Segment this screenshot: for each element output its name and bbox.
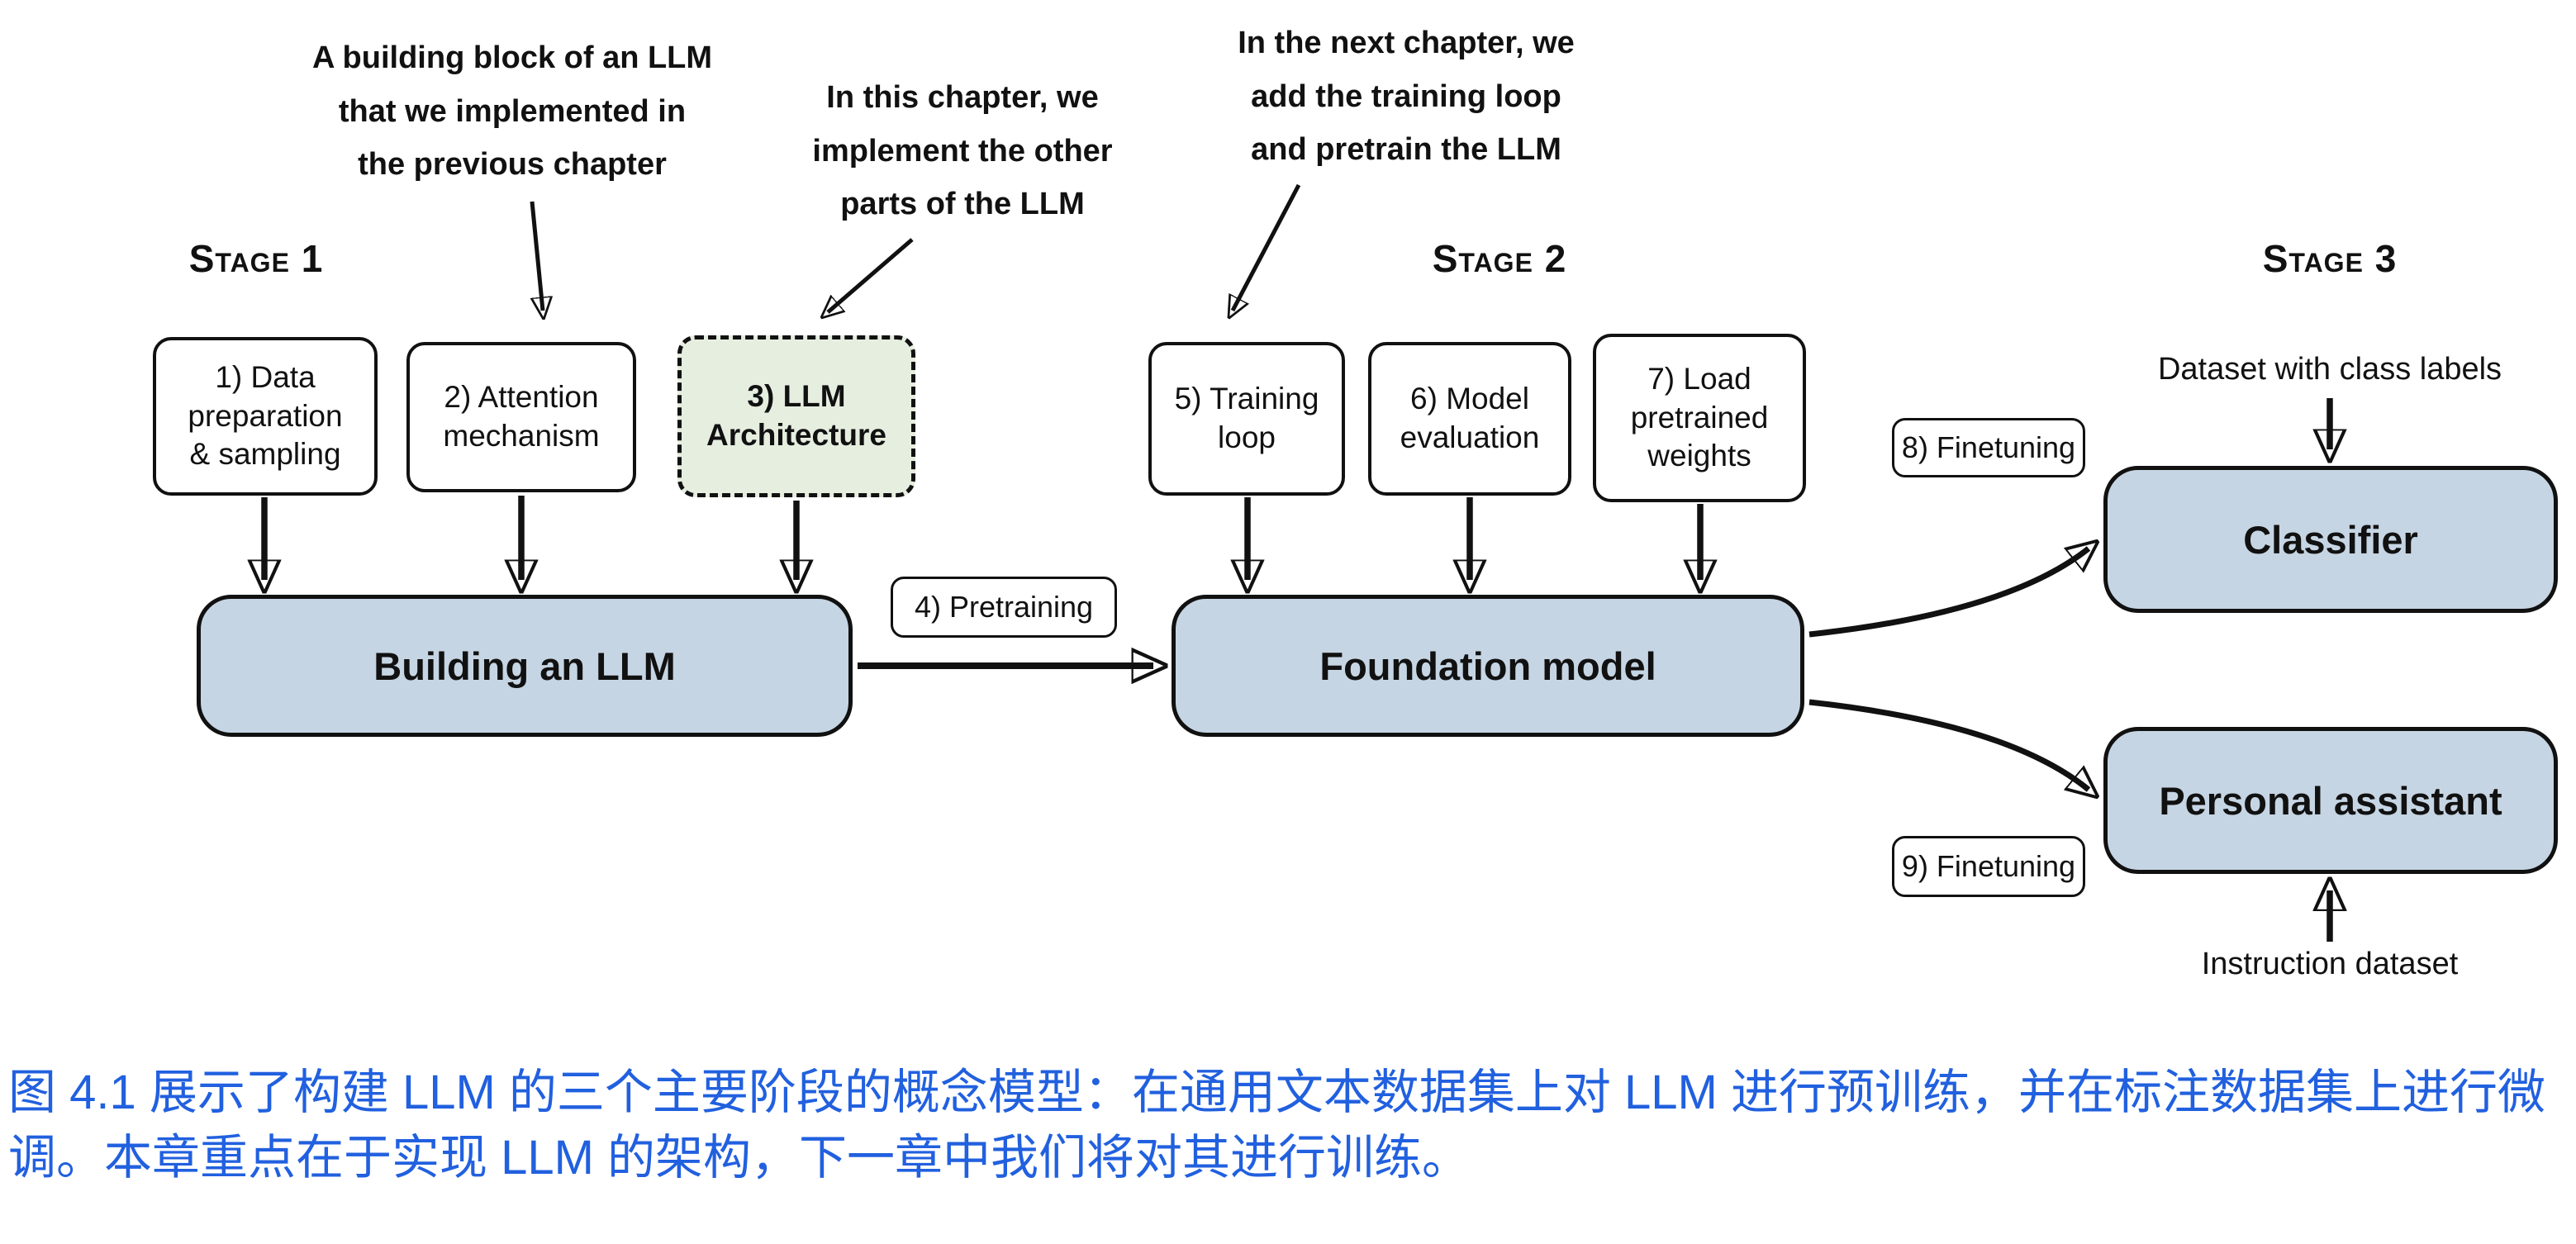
personal-assistant-box: Personal assistant: [2103, 727, 2558, 874]
instruction-dataset-label: Instruction dataset: [2201, 947, 2459, 981]
step-box-finetuning-classifier: 8) Finetuning: [1892, 418, 2085, 477]
stage-3-label: Stage 3: [2262, 237, 2398, 280]
dataset-with-class-labels-label: Dataset with class labels: [2157, 352, 2502, 387]
step-box-model-evaluation: 6) Model evaluation: [1368, 342, 1571, 496]
step-box-load-pretrained-weights: 7) Load pretrained weights: [1593, 334, 1806, 502]
building-an-llm-box: Building an LLM: [197, 595, 853, 737]
step-box-attention-mechanism: 2) Attention mechanism: [406, 342, 636, 492]
annotation-next-chapter: In the next chapter, we add the training…: [1238, 26, 1575, 168]
classifier-box: Classifier: [2103, 466, 2558, 613]
stage-2-label: Stage 2: [1432, 237, 1567, 280]
step-box-data-preparation: 1) Data preparation & sampling: [153, 337, 378, 496]
arrow-note-next-chapter: [1233, 183, 1301, 311]
annotation-this-chapter: In this chapter, we implement the other …: [812, 80, 1113, 222]
annotation-previous-chapter: A building block of an LLM that we imple…: [311, 40, 713, 183]
step-box-pretraining: 4) Pretraining: [891, 577, 1117, 638]
arrow-note-prev-chapter: [530, 201, 543, 311]
stage-1-label: Stage 1: [188, 237, 324, 280]
arrow-note-this-chapter: [828, 238, 914, 312]
step-box-finetuning-assistant: 9) Finetuning: [1892, 836, 2085, 897]
step-box-training-loop: 5) Training loop: [1148, 342, 1345, 496]
arrow-foundation-to-assistant: [1808, 699, 2089, 790]
arrow-foundation-to-classifier: [1808, 548, 2089, 638]
step-box-llm-architecture: 3) LLM Architecture: [677, 335, 915, 497]
figure-caption: 图 4.1 展示了构建 LLM 的三个主要阶段的概念模型：在通用文本数据集上对 …: [8, 1066, 2545, 1185]
foundation-model-box: Foundation model: [1172, 595, 1804, 737]
